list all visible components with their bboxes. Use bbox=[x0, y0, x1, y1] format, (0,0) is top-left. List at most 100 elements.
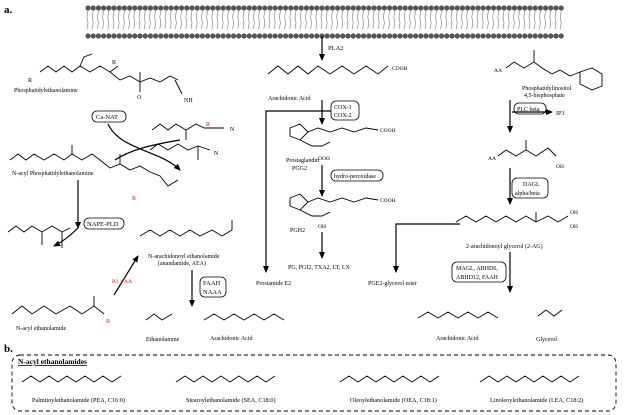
lipid-head bbox=[179, 33, 185, 39]
lipid-head bbox=[355, 5, 361, 11]
phosphatidylethanolamine-structure: R R O NH bbox=[28, 53, 193, 104]
lipid-head bbox=[101, 33, 107, 39]
lipid-head bbox=[106, 5, 112, 11]
r3-to-aea-arrow bbox=[113, 255, 139, 296]
lipid-tail bbox=[502, 10, 505, 30]
ethanolamine-structure bbox=[145, 313, 173, 321]
lipid-head bbox=[173, 33, 179, 39]
lipid-head bbox=[428, 5, 434, 11]
lipid-head bbox=[402, 33, 408, 39]
svg-text:R: R bbox=[106, 319, 110, 325]
lipid-head bbox=[199, 5, 205, 11]
lipid-head bbox=[345, 33, 351, 39]
glycerol-structure bbox=[537, 309, 563, 317]
lipid-tail bbox=[487, 10, 489, 30]
pip2-label-1: Phosphatidylinositol bbox=[522, 86, 572, 92]
lipid-tail bbox=[299, 10, 302, 30]
nae-heading: N-acyl ethanolamides bbox=[18, 357, 87, 366]
lipid-tail bbox=[107, 10, 110, 30]
lipid-head bbox=[241, 33, 247, 39]
lipid-head bbox=[324, 33, 330, 39]
lipid-head bbox=[283, 33, 289, 39]
lipid-head bbox=[522, 33, 528, 39]
lipid-head bbox=[267, 5, 273, 11]
lipid-tail bbox=[97, 10, 99, 30]
lipid-head bbox=[465, 33, 471, 39]
lipid-tail bbox=[523, 10, 526, 30]
lipid-head bbox=[428, 33, 434, 39]
lipid-head bbox=[329, 33, 335, 39]
lipid-head bbox=[246, 33, 252, 39]
cox1-label: COX-1 bbox=[334, 105, 352, 111]
aa3-label: Arachidonic Acid bbox=[436, 336, 479, 342]
aea-label-1: N-arachidonoyl ethanolamide bbox=[148, 254, 220, 260]
aa1-label: Arachidonic Acid bbox=[268, 96, 311, 102]
lipid-tail bbox=[175, 10, 177, 30]
lipid-tail bbox=[471, 10, 474, 30]
two-ag-to-pge2-ester-arrow bbox=[393, 223, 460, 273]
lipid-tail bbox=[263, 10, 266, 30]
lipid-tail bbox=[559, 10, 562, 30]
lipid-head bbox=[527, 5, 533, 11]
pgg2-cooh-label: COOH bbox=[380, 128, 396, 134]
lipid-tail bbox=[169, 10, 172, 30]
lipid-tail bbox=[466, 10, 468, 30]
lipid-head bbox=[423, 5, 429, 11]
lipid-tail bbox=[190, 10, 193, 30]
lipid-head bbox=[532, 33, 538, 39]
magl-label-2: ABHD12, FAAH bbox=[456, 275, 499, 281]
svg-text:R: R bbox=[206, 122, 210, 128]
lipid-head bbox=[381, 33, 387, 39]
lipid-tail bbox=[513, 10, 515, 30]
lipid-head bbox=[257, 33, 263, 39]
r3-aa-label: R3 = AA bbox=[112, 279, 132, 285]
lipid-head bbox=[537, 33, 544, 39]
lipid-head bbox=[309, 33, 315, 39]
dagl-label-1: DAGL bbox=[523, 182, 540, 188]
lipid-head bbox=[387, 33, 393, 39]
lipid-head bbox=[407, 5, 413, 11]
lipid-tail bbox=[362, 10, 364, 30]
lipid-tail bbox=[351, 10, 354, 30]
lipid-head bbox=[116, 33, 122, 39]
lipid-head bbox=[163, 33, 169, 39]
lipid-head bbox=[459, 33, 465, 39]
lipid-head bbox=[121, 5, 127, 11]
lipid-head bbox=[132, 5, 138, 11]
nape-pld-enzyme-box bbox=[83, 217, 125, 230]
lipid-head bbox=[314, 33, 320, 39]
lipid-tail bbox=[180, 10, 182, 30]
ca-nat-label: Ca-NAT bbox=[96, 114, 118, 121]
lipid-tail bbox=[221, 10, 224, 30]
lipid-head bbox=[231, 33, 237, 39]
lipid-head bbox=[501, 33, 507, 39]
lipid-tail bbox=[325, 10, 328, 30]
lipid-head bbox=[350, 33, 356, 39]
lipid-head bbox=[439, 5, 445, 11]
nae-example-structure bbox=[21, 375, 122, 383]
lipid-head bbox=[340, 33, 346, 39]
lipid-head bbox=[231, 5, 237, 11]
lipid-head bbox=[413, 5, 419, 11]
prostamide-label: Prostamide E2 bbox=[256, 281, 291, 287]
lipid-head bbox=[95, 5, 101, 11]
lipid-tail bbox=[403, 10, 406, 30]
aea-structure bbox=[139, 220, 233, 237]
lipid-head bbox=[293, 33, 299, 39]
lipid-head bbox=[220, 33, 226, 39]
lipid-head bbox=[205, 5, 211, 11]
lipid-head bbox=[132, 33, 138, 39]
lipid-head bbox=[101, 5, 107, 11]
lipid-tail bbox=[445, 10, 448, 30]
lipid-tail bbox=[294, 10, 297, 30]
lipid-head bbox=[444, 5, 450, 11]
lipid-head bbox=[397, 33, 403, 39]
lipid-tail bbox=[507, 10, 510, 30]
lipid-head bbox=[517, 33, 523, 39]
lipid-head bbox=[85, 33, 91, 39]
pip2-label-2: 4,5-bisphosphate bbox=[524, 93, 565, 99]
aa2-structure bbox=[203, 313, 285, 321]
lipid-tail bbox=[273, 10, 276, 30]
lipid-head bbox=[283, 5, 289, 11]
lipid-head bbox=[465, 5, 471, 11]
